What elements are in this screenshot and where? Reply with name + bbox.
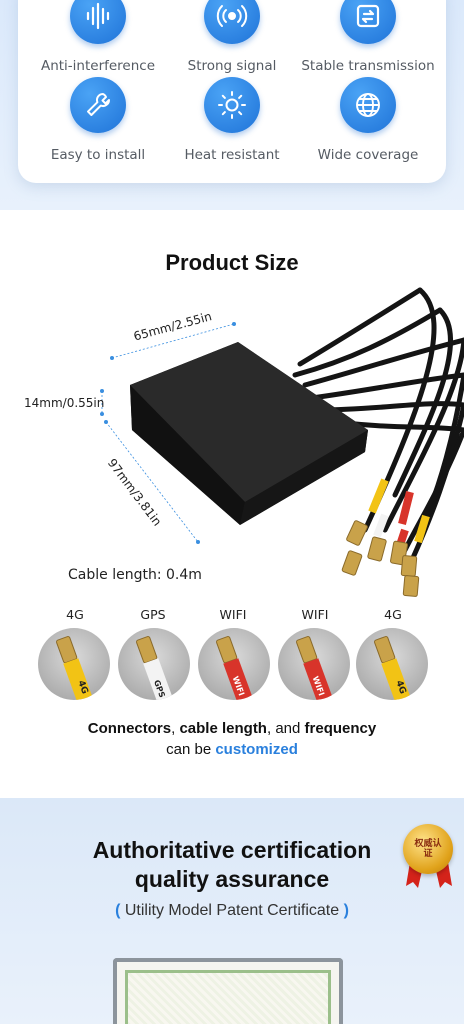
sleeve-text: 4G (393, 679, 407, 695)
section-title: Product Size (165, 250, 299, 275)
connector-label: WIFI (301, 607, 329, 622)
features-section: Anti-interference Strong signal Stable t… (0, 0, 464, 210)
sound-wave-icon (70, 0, 126, 44)
certification-section: Authoritative certification quality assu… (0, 798, 464, 1024)
feature-wide-coverage: Wide coverage (298, 77, 438, 163)
feature-label: Strong signal (187, 58, 277, 74)
feature-anti-interference: Anti-interference (28, 0, 168, 74)
feature-stable-transmission: Stable transmission (298, 0, 438, 74)
connector-label: WIFI (219, 607, 247, 622)
cable-length-label: Cable length: 0.4m (68, 567, 202, 583)
section-title: Authoritative certification quality assu… (92, 837, 372, 892)
certification-subtitle: ( Utility Model Patent Certificate ) (115, 902, 349, 919)
connector-label: GPS (140, 607, 166, 622)
feature-strong-signal: Strong signal (162, 0, 302, 74)
certificate-frame-image (113, 958, 343, 1024)
feature-label: Anti-interference (40, 58, 156, 74)
feature-heat-resistant: Heat resistant (162, 77, 302, 163)
wrench-icon (70, 77, 126, 133)
badge-text: 权威认证 (414, 839, 442, 859)
feature-label: Wide coverage (317, 147, 419, 163)
connector-label: 4G (384, 607, 402, 622)
feature-easy-install: Easy to install (28, 77, 168, 163)
connector-wifi-image: WIFI (198, 628, 270, 700)
connector-wifi-image: WIFI (278, 628, 350, 700)
feature-label: Heat resistant (184, 147, 280, 163)
connector-4g-image: 4G (356, 628, 428, 700)
connector-4g-image: 4G (38, 628, 110, 700)
signal-broadcast-icon (204, 0, 260, 44)
features-card: Anti-interference Strong signal Stable t… (18, 0, 446, 183)
customization-note-line-2: can be customized (166, 741, 298, 758)
certification-badge-icon: 权威认证 (402, 824, 456, 890)
feature-label: Easy to install (50, 147, 146, 163)
product-size-section: Product Size (0, 210, 464, 798)
transfer-arrows-icon (340, 0, 396, 44)
connector-label: 4G (66, 607, 84, 622)
sleeve-text: 4G (75, 679, 89, 695)
height-dimension-label: 14mm/0.55in (24, 396, 105, 410)
connector-gps-image: GPS (118, 628, 190, 700)
product-illustration (100, 287, 464, 597)
customization-note-line-1: Connectors, cable length, and frequency (87, 720, 377, 737)
globe-icon (340, 77, 396, 133)
sun-icon (204, 77, 260, 133)
feature-label: Stable transmission (301, 58, 435, 74)
